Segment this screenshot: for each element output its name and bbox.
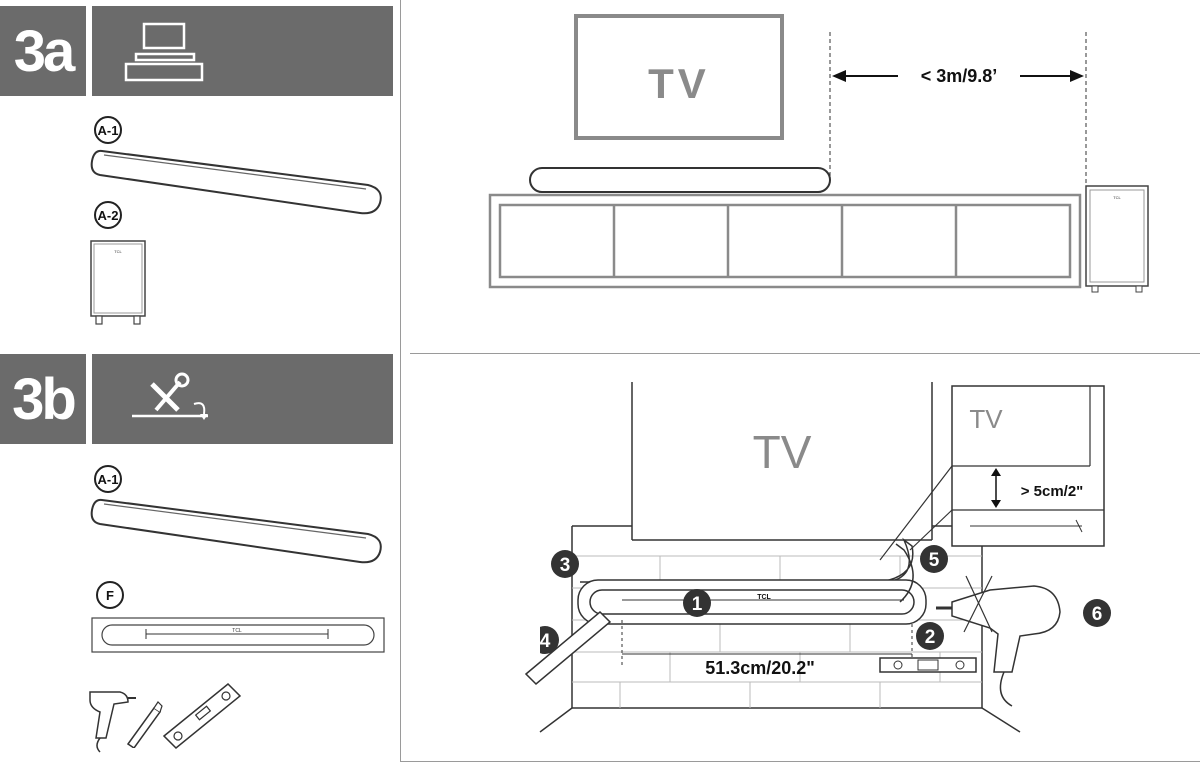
tv-label-a: TV [648,60,710,107]
step-3b-header: 3b [0,354,393,444]
step-3a-number: 3a [0,6,86,96]
callout-layer: 1 2 3 4 5 6 [540,545,1111,654]
subwoofer-illustration: TCL [90,240,146,325]
tv-on-stand-icon [124,22,204,82]
callout-6-label: 6 [1092,604,1103,625]
callout-4-label: 4 [540,631,551,652]
clearance-label: > 5cm/2" [1021,483,1084,500]
subwoofer-logo-a: TCL [1113,195,1121,200]
vertical-divider [400,0,401,762]
distance-label: < 3m/9.8’ [921,66,998,86]
template-logo: TCL [232,628,242,634]
width-label: 51.3cm/20.2" [705,658,815,678]
step-3b-bar [92,354,393,444]
callout-2: 2 [916,622,944,650]
callout-3: 3 [551,550,579,578]
drill-wall-icon [936,585,1061,707]
callout-3-label: 3 [560,555,571,576]
mounting-template: TCL [91,617,385,653]
step-3a-bar [92,6,393,96]
pencil-icon [126,701,163,748]
callout-4: 4 [540,626,559,654]
part-badge-a1: A-1 [94,116,122,144]
template-logo-wall: TCL [757,594,771,601]
callout-1-label: 1 [692,594,703,615]
horizontal-divider [410,353,1200,354]
placement-diagram: TV < 3m/9.8’ TCL [488,14,1149,293]
tv-label-b: TV [753,426,812,478]
soundbar-illustration-b [90,498,382,564]
part-badge-a1-b: A-1 [94,465,122,493]
callout-1: 1 [683,589,711,617]
tools-icon [132,372,208,420]
level-icon [162,682,242,750]
tv-label-zoom: TV [969,404,1003,434]
drill-icon [89,691,136,753]
step-3b-number: 3b [0,354,86,444]
callout-2-label: 2 [925,627,936,648]
part-badge-f: F [96,581,124,609]
callout-5: 5 [920,545,948,573]
callout-5-label: 5 [929,550,940,571]
soundbar-illustration [90,149,382,215]
callout-6: 6 [1083,599,1111,627]
step-3a-header: 3a [0,6,393,96]
wall-mount-diagram: TV TCL 51.3cm/20.2" [524,382,1105,733]
part-badge-a2: A-2 [94,201,122,229]
bottom-border [400,761,1200,762]
subwoofer-logo: TCL [114,249,122,254]
